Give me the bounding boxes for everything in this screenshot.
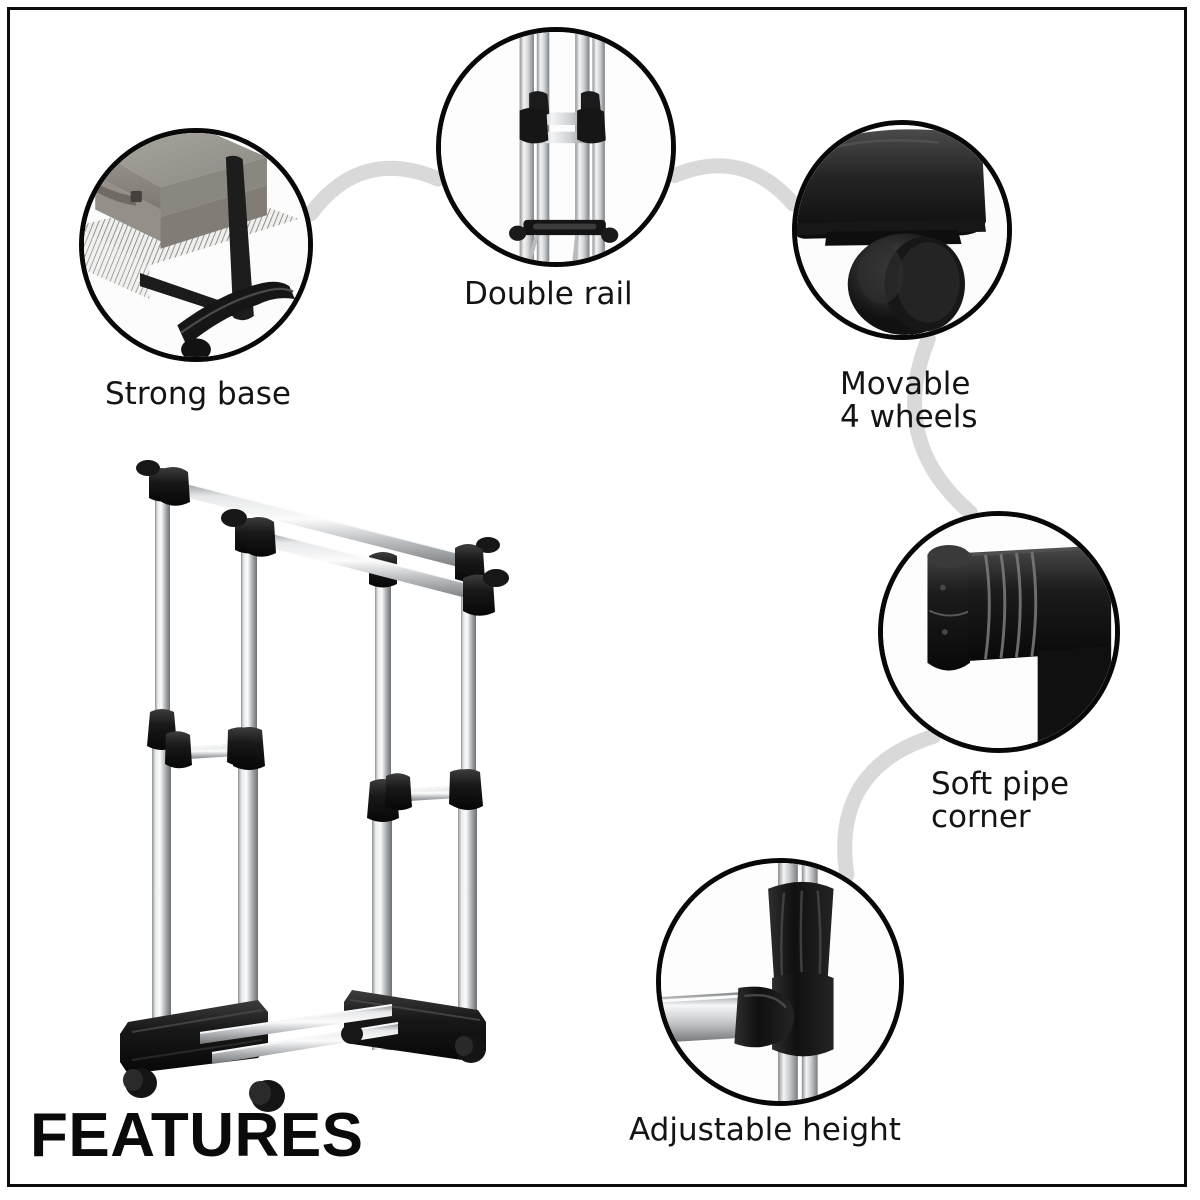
double-rail-uprights-photo bbox=[441, 32, 671, 262]
callout-bubble-strong-base[interactable] bbox=[79, 128, 313, 362]
border-frame bbox=[7, 7, 1187, 1187]
callout-label-double-rail: Double rail bbox=[464, 276, 633, 312]
callout-bubble-double-rail[interactable] bbox=[436, 27, 676, 267]
callout-bubble-movable-4-wheels[interactable] bbox=[792, 120, 1012, 340]
page-title: FEATURES bbox=[30, 1101, 364, 1170]
callout-bubble-adjustable-height[interactable] bbox=[656, 858, 904, 1106]
callout-label-strong-base: Strong base bbox=[105, 376, 291, 412]
callout-label-soft-pipe-corner: Soft pipe corner bbox=[931, 766, 1070, 836]
caster-wheel-photo bbox=[797, 125, 1007, 335]
height-adjustment-joint-photo bbox=[661, 863, 899, 1101]
callout-label-adjustable-height: Adjustable height bbox=[629, 1112, 901, 1148]
callout-label-movable-4-wheels: Movable 4 wheels bbox=[840, 366, 978, 436]
soft-pipe-corner-cap-photo bbox=[883, 516, 1115, 748]
storage-box-on-rack-base-photo bbox=[84, 133, 308, 357]
callout-bubble-soft-pipe-corner[interactable] bbox=[878, 511, 1120, 753]
